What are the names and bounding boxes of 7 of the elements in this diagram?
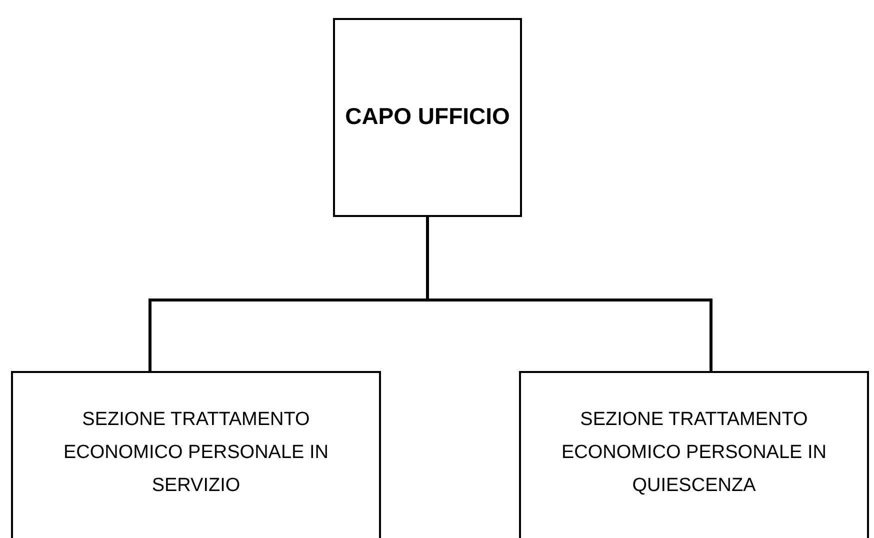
role-title: CAPO UFFICIO: [345, 102, 510, 130]
section-box: [519, 371, 869, 538]
section-title: SEZIONE TRATTAMENTO ECONOMICO PERSONALE IN QUIESCENZA: [560, 408, 828, 498]
manager-box: [333, 18, 522, 217]
section-box: [11, 371, 381, 538]
section-title: SEZIONE TRATTAMENTO ECONOMICO PERSONALE IN SERVIZIO: [62, 408, 330, 498]
connector-line: [426, 217, 712, 371]
